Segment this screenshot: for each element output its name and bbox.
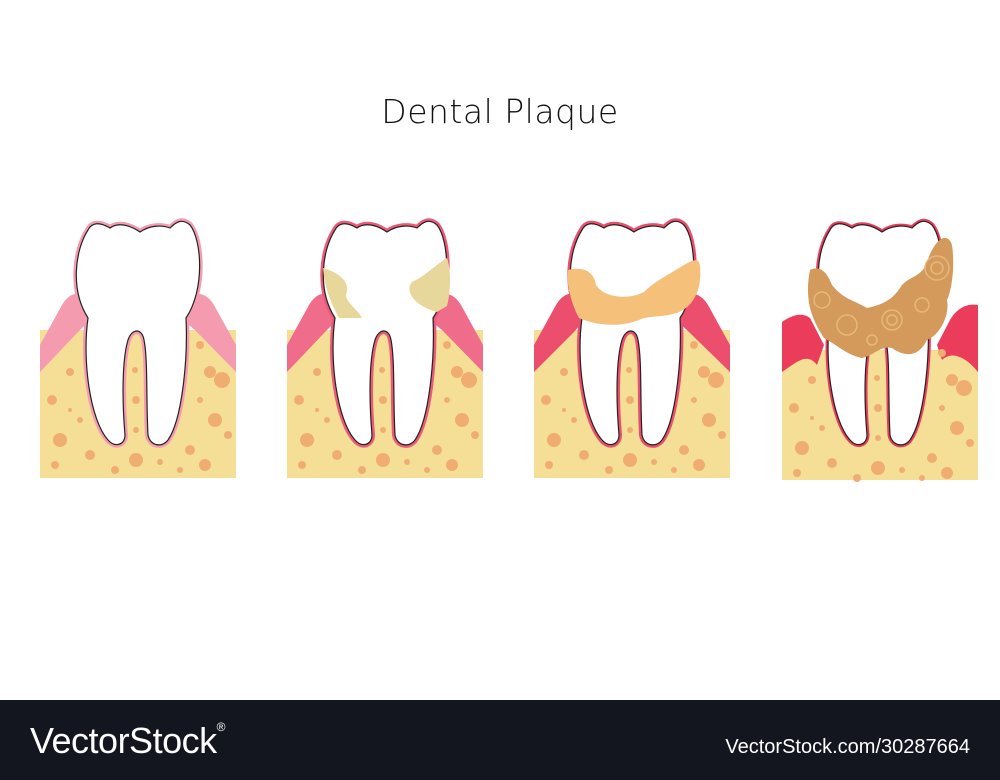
stage-plaque-band <box>534 221 730 478</box>
image-id-text: VectorStock.com/30287664 <box>725 736 970 758</box>
bone <box>782 350 978 480</box>
footer-bar: VectorStock® VectorStock.com/30287664 <box>0 700 1000 780</box>
gum-right <box>937 304 978 372</box>
gum-left <box>534 293 586 372</box>
gum-right <box>427 293 483 372</box>
gum-left <box>782 314 824 372</box>
gum-right <box>674 293 730 372</box>
plaque-right <box>409 258 450 312</box>
gum-right <box>180 293 236 372</box>
gum-left <box>40 293 92 372</box>
stage-early-plaque <box>287 221 483 478</box>
dental-stages-illustration <box>40 0 978 482</box>
registered-mark: ® <box>216 720 226 734</box>
plaque-band <box>567 260 701 325</box>
gum-left <box>287 293 339 372</box>
plaque-left <box>323 268 362 318</box>
brand-name: VectorStock <box>30 720 217 761</box>
diagram-title: Dental Plaque <box>381 92 619 131</box>
stage-tartar-periodontitis <box>782 221 978 482</box>
stage-healthy-tooth <box>40 221 236 478</box>
tartar-texture <box>813 255 950 346</box>
tartar-deposit <box>807 237 954 358</box>
vectorstock-logo: VectorStock® <box>30 720 225 762</box>
